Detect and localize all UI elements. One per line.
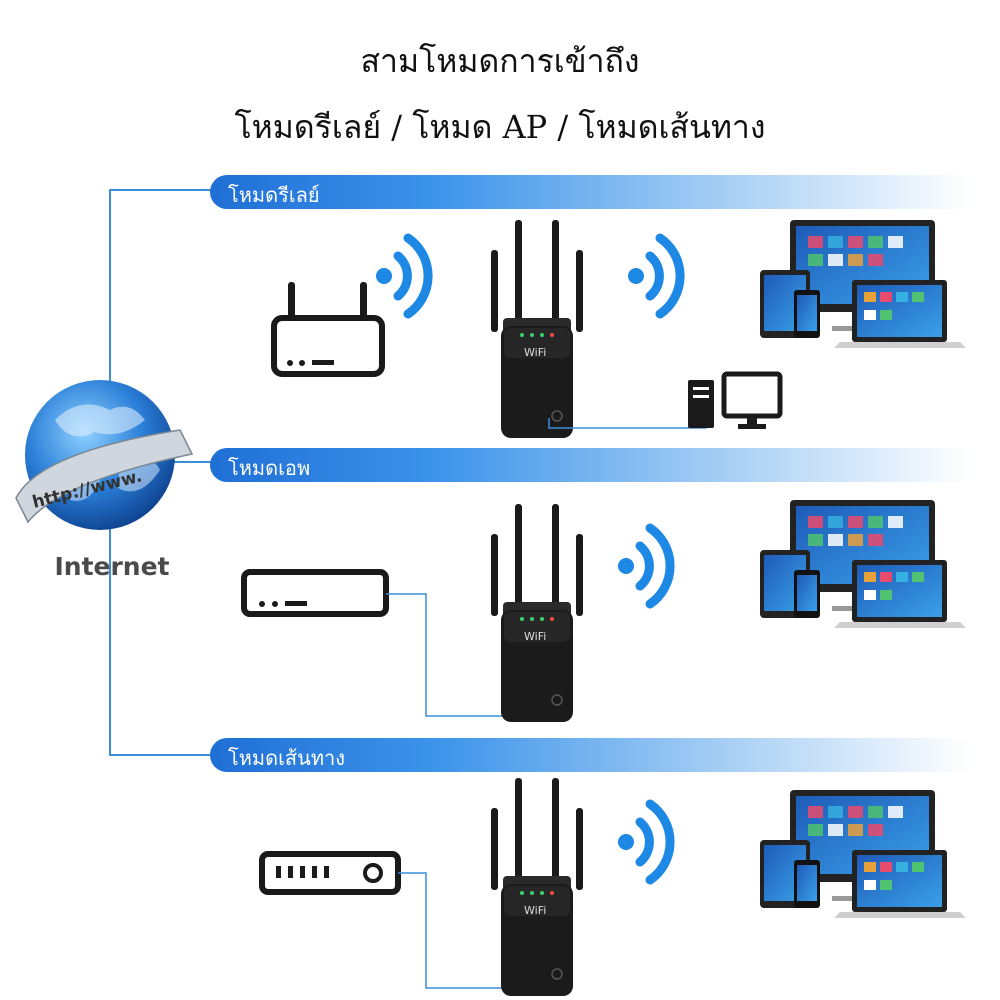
mode-label-router: โหมดเส้นทาง xyxy=(228,746,345,770)
client-devices-icon-row2 xyxy=(760,500,966,628)
repeater-logo-row2: WiFi xyxy=(524,630,546,643)
client-devices-icon-row1 xyxy=(760,220,966,348)
mode-label-ap: โหมดเอพ xyxy=(228,456,311,480)
wifi-waves-icon-row1-out xyxy=(628,238,680,314)
wifi-repeater-icon-row2 xyxy=(490,503,584,723)
network-switch-icon-row3 xyxy=(259,851,401,895)
client-devices-icon-row3 xyxy=(760,790,966,918)
page-subtitle: โหมดรีเลย์ / โหมด AP / โหมดเส้นทาง xyxy=(234,108,766,146)
internet-label: Internet xyxy=(54,552,170,581)
mode-label-relay: โหมดรีเลย์ xyxy=(228,183,320,207)
wifi-repeater-icon-row3 xyxy=(490,777,584,997)
wifi-waves-icon-row2 xyxy=(618,528,670,604)
desktop-pc-icon xyxy=(688,371,783,429)
wifi-waves-icon-row3 xyxy=(618,804,670,880)
page-title: สามโหมดการเข้าถึง xyxy=(360,42,640,80)
mode-band-router: โหมดเส้นทาง xyxy=(210,738,970,772)
repeater-logo-row1: WiFi xyxy=(524,346,546,359)
wifi-repeater-icon-row1 xyxy=(490,219,584,439)
modem-icon-row2 xyxy=(241,569,389,617)
router-icon-row1 xyxy=(271,282,385,377)
mode-band-relay: โหมดรีเลย์ xyxy=(210,175,970,209)
repeater-logo-row3: WiFi xyxy=(524,904,546,917)
mode-band-ap: โหมดเอพ xyxy=(210,448,970,482)
globe-icon: http://www. xyxy=(15,380,194,530)
wifi-waves-icon-row1-in xyxy=(376,238,428,314)
